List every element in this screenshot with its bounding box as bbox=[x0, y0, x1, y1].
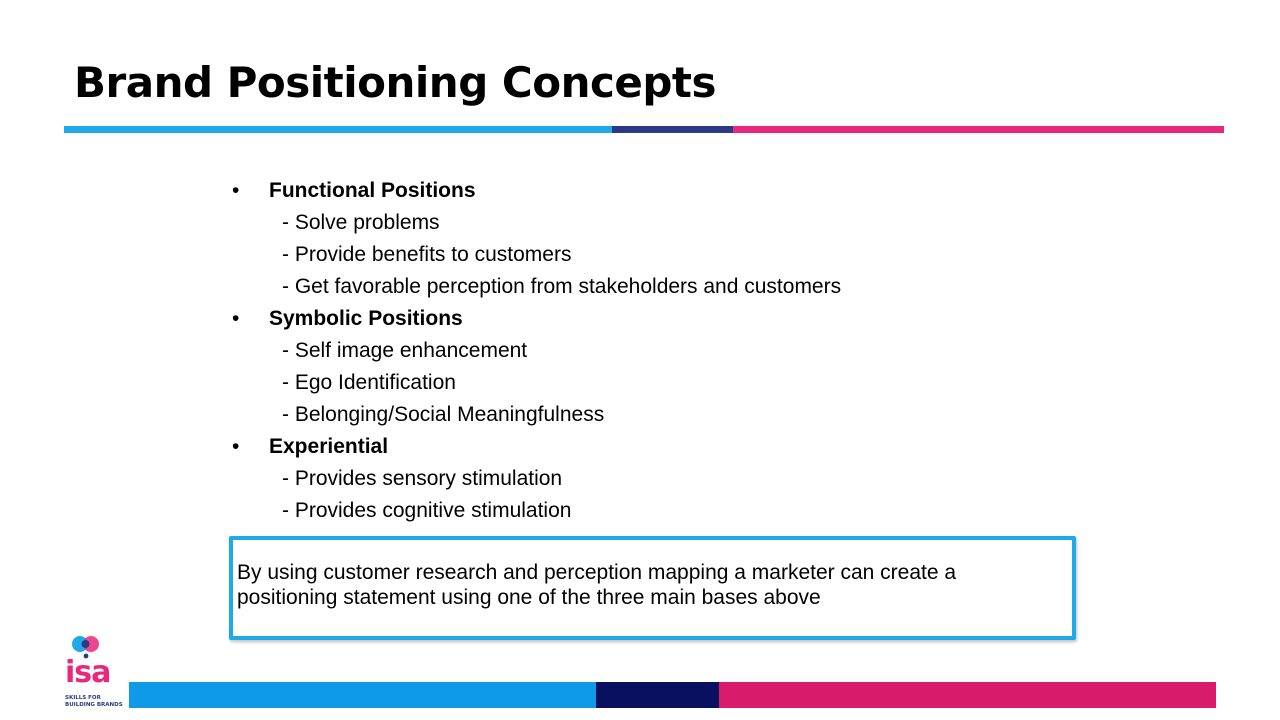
list-item: - Get favorable perception from stakehol… bbox=[282, 275, 842, 298]
list-item: - Belonging/Social Meaningfulness bbox=[282, 403, 605, 426]
bullet-icon: • bbox=[232, 179, 240, 202]
title-bar-pink-segment bbox=[733, 126, 1224, 133]
list-item: - Ego Identification bbox=[282, 371, 456, 394]
slide-title: Brand Positioning Concepts bbox=[74, 58, 717, 107]
section-heading-experiential: • Experiential bbox=[232, 431, 1052, 463]
section-heading-symbolic: • Symbolic Positions bbox=[232, 303, 1052, 335]
title-bar-navy-segment bbox=[612, 126, 733, 133]
logo-tagline-line: SKILLS FOR bbox=[65, 695, 101, 701]
footer-bar-navy-segment bbox=[596, 682, 719, 708]
list-item: - Provides cognitive stimulation bbox=[282, 499, 572, 522]
bullet-icon: • bbox=[232, 307, 240, 330]
bullet-list: • Functional Positions - Solve problems … bbox=[232, 175, 1052, 527]
logo-wordmark: isa bbox=[65, 655, 111, 690]
overlapping-circles-logo-icon bbox=[72, 636, 99, 659]
list-item: - Self image enhancement bbox=[282, 339, 528, 362]
bullet-icon: • bbox=[232, 435, 240, 458]
callout-text-line: By using customer research and perceptio… bbox=[237, 561, 957, 584]
section-heading-text: Experiential bbox=[269, 435, 389, 458]
title-bar-blue-segment bbox=[64, 126, 612, 133]
callout-box: By using customer research and perceptio… bbox=[229, 536, 1076, 640]
section-heading-text: Functional Positions bbox=[269, 179, 476, 202]
logo-tagline: SKILLS FOR BUILDING BRANDS bbox=[65, 695, 123, 709]
section-heading-functional: • Functional Positions bbox=[232, 175, 1052, 207]
title-underline-bar bbox=[64, 126, 1224, 133]
list-item: - Provides sensory stimulation bbox=[282, 467, 563, 490]
footer-color-bar bbox=[129, 682, 1216, 708]
list-item: - Solve problems bbox=[282, 211, 440, 234]
callout-text-line: positioning statement using one of the t… bbox=[237, 586, 821, 609]
list-item: - Provide benefits to customers bbox=[282, 243, 572, 266]
footer-bar-pink-segment bbox=[719, 682, 1216, 708]
section-heading-text: Symbolic Positions bbox=[269, 307, 463, 330]
footer-bar-blue-segment bbox=[129, 682, 596, 708]
logo-tagline-line: BUILDING BRANDS bbox=[65, 702, 123, 708]
isa-logo: isa SKILLS FOR BUILDING BRANDS bbox=[64, 632, 126, 712]
